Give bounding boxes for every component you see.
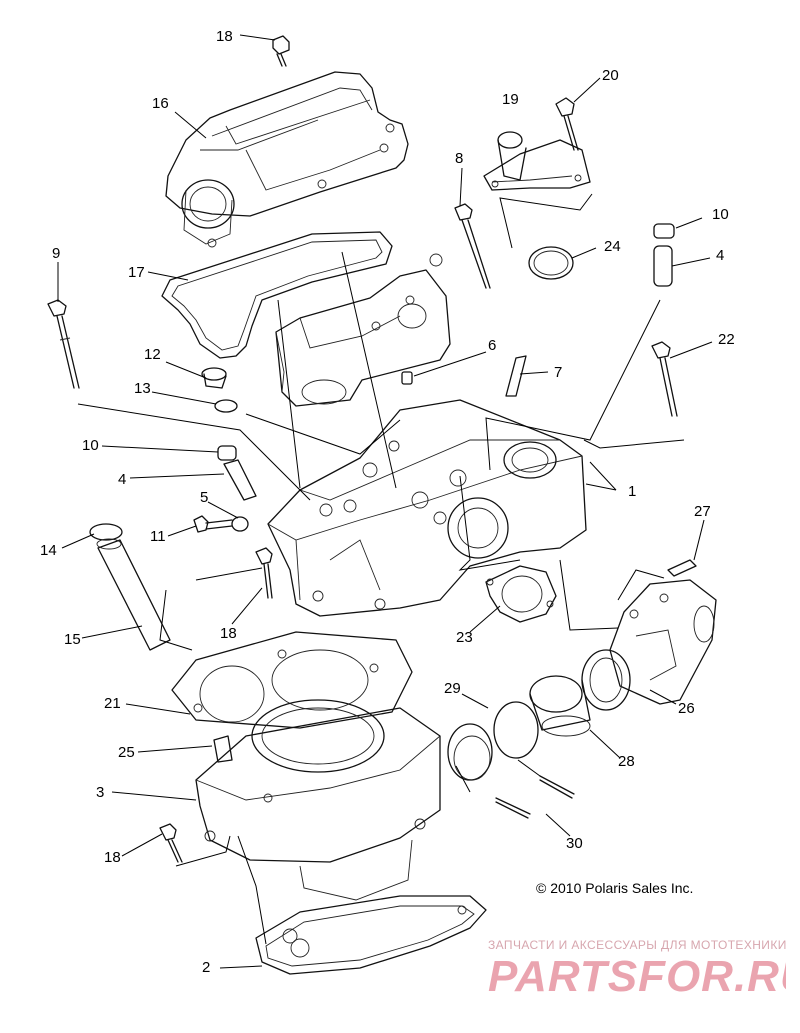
part-cam-carrier: [275, 253, 451, 407]
callout-3: 3: [96, 784, 104, 801]
callout-6: 6: [488, 337, 496, 354]
callout-27: 27: [694, 503, 711, 520]
callout-16: 16: [152, 95, 169, 112]
part-cylinder: [195, 699, 441, 901]
part-bolt-18-top: [272, 35, 290, 67]
part-oring-24: [528, 246, 574, 280]
part-bolt-18-middle: [255, 547, 273, 599]
callout-26: 26: [678, 700, 695, 717]
part-dowel-6: [401, 371, 413, 385]
callout-2: 2: [202, 959, 210, 976]
callout-17: 17: [128, 264, 145, 281]
callout-4: 4: [716, 247, 724, 264]
callout-23: 23: [456, 629, 473, 646]
part-piston-rings: [447, 701, 539, 781]
part-bolt-27: [667, 559, 697, 577]
part-pin-7: [505, 355, 527, 397]
watermark-logo: PARTSFOR.RU: [488, 952, 786, 999]
part-valve-guide-4-right: [653, 245, 673, 287]
watermark-tagline: ЗАПЧАСТИ И АКСЕССУАРЫ ДЛЯ МОТОТЕХНИКИ: [488, 938, 787, 952]
part-cylinder-head: [267, 399, 587, 617]
callout-11: 11: [150, 528, 166, 545]
callout-5: 5: [200, 489, 208, 506]
callout-8: 8: [455, 150, 463, 167]
part-valve-cover: [165, 71, 409, 248]
part-bolts-30: [495, 775, 575, 819]
assembly-reference-lines: [77, 193, 685, 945]
callout-21: 21: [104, 695, 121, 712]
callout-29: 29: [444, 680, 461, 697]
callout-25: 25: [118, 744, 135, 761]
part-head-gasket-21: [171, 631, 413, 729]
part-intake-pipe: [581, 649, 631, 711]
callout-12: 12: [144, 346, 161, 363]
part-washer-13: [214, 399, 238, 413]
callout-24: 24: [604, 238, 621, 255]
part-bolt-20: [555, 97, 579, 151]
part-valve-seal-10-left: [217, 445, 237, 461]
callout-leader-lines: [57, 34, 713, 969]
callout-30: 30: [566, 835, 583, 852]
part-intake-boot: [609, 579, 717, 705]
callout-10: 10: [712, 206, 729, 223]
callout-numbers: 18 16 20 19 8 10 9 17 24 4 22 6 12 7 13 …: [40, 28, 735, 976]
part-plug-12: [201, 367, 227, 389]
callout-14: 14: [40, 542, 57, 559]
callout-15: 15: [64, 631, 81, 648]
watermark-logo-text: PARTSFOR.RU: [488, 952, 786, 999]
callout-7: 7: [554, 364, 562, 381]
callout-20: 20: [602, 67, 619, 84]
callout-22: 22: [718, 331, 735, 348]
callout-13: 13: [134, 380, 151, 397]
part-valve-guide-4-left: [223, 459, 257, 501]
part-seal-14: [89, 523, 123, 541]
part-base-gasket-2: [255, 895, 487, 975]
part-piston: [529, 675, 591, 737]
callout-18: 18: [220, 625, 237, 642]
part-thermostat-housing: [483, 131, 591, 191]
callout-19: 19: [502, 91, 519, 108]
part-tube-15: [96, 538, 171, 651]
callout-4: 4: [118, 471, 126, 488]
callout-28: 28: [618, 753, 635, 770]
part-bolt-9: [47, 299, 80, 389]
part-gasket-23: [485, 565, 557, 623]
part-washer-5: [231, 516, 249, 532]
part-bolt-11: [193, 515, 233, 533]
copyright-notice: © 2010 Polaris Sales Inc.: [536, 880, 694, 896]
part-cover-gasket: [161, 231, 393, 359]
part-valve-seal-10-right: [653, 223, 675, 239]
callout-9: 9: [52, 245, 60, 262]
part-dowel-25: [213, 735, 233, 763]
callout-18: 18: [216, 28, 233, 45]
part-bolt-8: [454, 203, 491, 289]
part-bolt-22: [651, 341, 678, 417]
callout-18: 18: [104, 849, 121, 866]
part-bolt-18-lower: [159, 823, 183, 863]
callout-1: 1: [628, 483, 636, 500]
callout-10: 10: [82, 437, 99, 454]
